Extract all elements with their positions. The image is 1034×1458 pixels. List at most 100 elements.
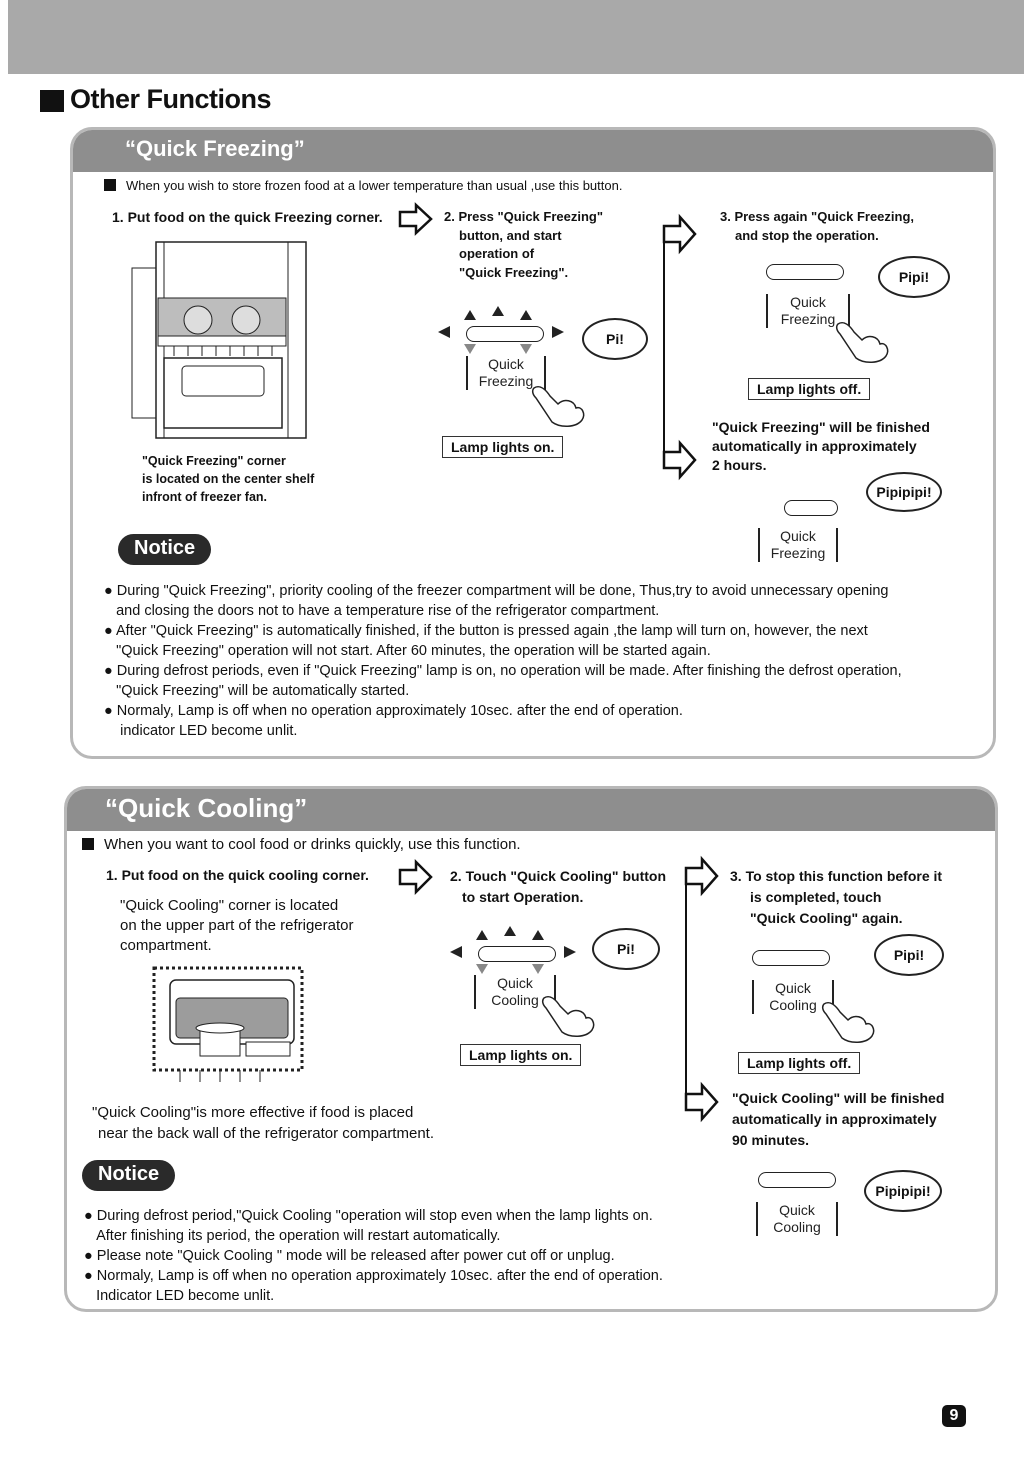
quick-cooling-header: “Quick Cooling” <box>67 789 995 831</box>
qf-lamp-off-label: Lamp lights off. <box>748 378 871 400</box>
step2-line: 2. Press "Quick Freezing" <box>444 209 604 224</box>
qf-corner-caption: "Quick Freezing" corner is located on th… <box>142 452 314 506</box>
label-line: Quick <box>497 975 533 991</box>
label-line: Quick <box>790 294 826 310</box>
qc-lamp-off-label: Lamp lights off. <box>738 1052 861 1074</box>
notice-item: ● During defrost period,"Quick Cooling "… <box>84 1208 653 1244</box>
sound-bubble: Pi! <box>592 928 660 970</box>
label-line: Freezing <box>780 311 836 327</box>
page-title: Other Functions <box>70 84 272 114</box>
label-line: Quick <box>780 528 816 544</box>
detail-line: "Quick Cooling" corner is located <box>120 897 339 914</box>
step3-line: is completed, touch <box>750 889 882 905</box>
right-arrow-icon <box>662 213 697 255</box>
auto-line: 2 hours. <box>712 457 767 473</box>
section-marker <box>40 90 64 112</box>
quick-freezing-panel: “Quick Freezing” <box>70 127 996 759</box>
step2-line: 2. Touch "Quick Cooling" button <box>450 868 666 884</box>
quick-freezing-button-off[interactable] <box>766 264 844 280</box>
qc-notice-badge: Notice <box>82 1160 176 1191</box>
right-arrow-icon <box>662 439 697 481</box>
right-arrow-icon <box>684 1081 719 1123</box>
right-arrow-icon <box>398 202 433 236</box>
qf-step3: 3. Press again "Quick Freezing, and stop… <box>720 208 914 245</box>
step2-line: button, and start <box>459 227 562 243</box>
page-number: 9 <box>942 1405 966 1427</box>
quick-cooling-button[interactable] <box>478 946 556 962</box>
freezer-corner-illustration <box>131 241 307 439</box>
quick-freezing-intro: When you wish to store frozen food at a … <box>104 178 622 193</box>
label-line: Quick <box>488 356 524 372</box>
flow-line <box>663 234 665 464</box>
qc-notice-list: ● During defrost period,"Quick Cooling "… <box>84 1206 724 1306</box>
caption-line: is located on the center shelf <box>142 472 315 486</box>
quick-cooling-label: Quick Cooling <box>474 975 556 1009</box>
hand-pointer-icon <box>821 1001 875 1043</box>
qc-step2: 2. Touch "Quick Cooling" button to start… <box>450 866 666 908</box>
auto-line: "Quick Cooling" will be finished <box>732 1090 945 1106</box>
qc-auto-finish: "Quick Cooling" will be finished automat… <box>732 1088 944 1151</box>
sound-bubble: Pipi! <box>878 256 950 298</box>
effective-line: "Quick Cooling"is more effective if food… <box>92 1104 414 1121</box>
quick-freezing-button[interactable] <box>466 326 544 342</box>
indicator-arrows-icon <box>450 926 576 974</box>
quick-freezing-header: “Quick Freezing” <box>73 130 993 172</box>
qc-effective-note: "Quick Cooling"is more effective if food… <box>92 1102 434 1144</box>
hand-pointer-icon <box>541 995 595 1037</box>
hand-pointer-icon <box>531 385 585 427</box>
effective-line: near the back wall of the refrigerator c… <box>98 1125 434 1142</box>
detail-line: on the upper part of the refrigerator <box>120 917 354 934</box>
label-line: Freezing <box>478 373 534 389</box>
sound-bubble: Pipipipi! <box>866 472 942 512</box>
caption-line: infront of freezer fan. <box>142 490 268 504</box>
auto-line: automatically in approximately <box>732 1111 937 1127</box>
auto-line: 90 minutes. <box>732 1132 810 1148</box>
right-arrow-icon <box>398 858 433 896</box>
step3-line: and stop the operation. <box>735 227 879 243</box>
intro-text: When you wish to store frozen food at a … <box>126 178 623 193</box>
quick-cooling-title: “Quick Cooling” <box>105 793 308 823</box>
quick-cooling-button-auto[interactable] <box>758 1172 836 1188</box>
qc-step3: 3. To stop this function before it is co… <box>730 866 942 929</box>
auto-line: automatically in approximately <box>712 438 917 454</box>
quick-freezing-label: Quick Freezing <box>466 356 546 390</box>
qf-notice-badge: Notice <box>118 534 212 565</box>
indicator-arrows-icon <box>438 306 564 354</box>
quick-cooling-label: Quick Cooling <box>752 980 834 1014</box>
quick-freezing-button-auto[interactable] <box>784 500 838 516</box>
quick-freezing-title: “Quick Freezing” <box>125 136 305 161</box>
qf-step2: 2. Press "Quick Freezing" button, and st… <box>444 208 603 282</box>
notice-item: ● During defrost periods, even if "Quick… <box>104 663 902 699</box>
qc-lamp-on-label: Lamp lights on. <box>460 1044 582 1066</box>
quick-cooling-intro: When you want to cool food or drinks qui… <box>82 836 521 853</box>
qf-notice-list: ● During "Quick Freezing", priority cool… <box>104 581 974 741</box>
step3-line: 3. Press again "Quick Freezing, <box>720 209 915 224</box>
cooling-corner-illustration <box>152 966 304 1082</box>
step2-line: operation of <box>459 246 535 261</box>
right-arrow-icon <box>684 855 719 897</box>
label-line: Quick <box>775 980 811 996</box>
flow-line <box>685 876 687 1106</box>
step3-line: 3. To stop this function before it <box>730 868 943 884</box>
qc-step1: 1. Put food on the quick cooling corner. <box>106 867 369 883</box>
qf-step1: 1. Put food on the quick Freezing corner… <box>112 209 383 225</box>
quick-cooling-label: Quick Cooling <box>756 1202 838 1236</box>
header-bar <box>8 0 1024 74</box>
quick-cooling-button-off[interactable] <box>752 950 830 966</box>
qf-auto-finish: "Quick Freezing" will be finished automa… <box>712 418 930 475</box>
auto-line: "Quick Freezing" will be finished <box>712 419 930 435</box>
sound-bubble: Pi! <box>582 318 648 360</box>
intro-text: When you want to cool food or drinks qui… <box>104 836 521 853</box>
detail-line: compartment. <box>120 937 212 954</box>
notice-item: ● Normaly, Lamp is off when no operation… <box>84 1268 663 1304</box>
sound-bubble: Pipipipi! <box>864 1170 942 1212</box>
hand-pointer-icon <box>835 321 889 363</box>
square-bullet-icon <box>104 179 116 191</box>
label-line: Cooling <box>773 1219 821 1235</box>
step2-line: to start Operation. <box>462 889 584 905</box>
quick-freezing-label: Quick Freezing <box>766 294 850 328</box>
step2-line: "Quick Freezing". <box>459 264 569 280</box>
step3-line: "Quick Cooling" again. <box>750 910 903 926</box>
qf-lamp-on-label: Lamp lights on. <box>442 436 564 458</box>
caption-line: "Quick Freezing" corner <box>142 454 286 468</box>
